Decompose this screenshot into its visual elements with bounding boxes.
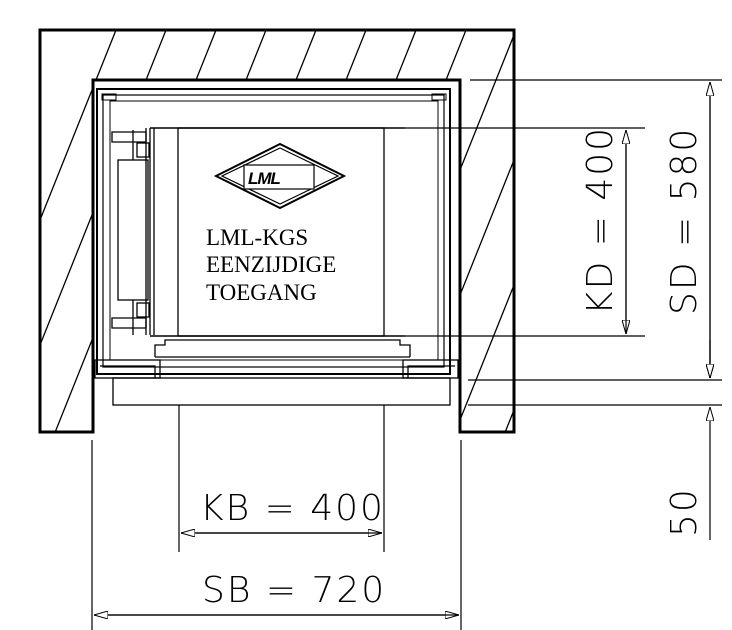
logo-text: LML xyxy=(248,169,281,188)
dim-sb-label: SB = 720 xyxy=(202,570,386,611)
label-line-2: EENZIJDIGE xyxy=(206,252,336,277)
dim-50-label: 50 xyxy=(664,487,705,537)
system-label: LML-KGS EENZIJDIGE TOEGANG xyxy=(206,225,336,305)
door-threshold xyxy=(94,339,459,406)
counterweight-assembly xyxy=(111,128,155,335)
dim-kd-label: KD = 400 xyxy=(580,126,621,315)
dim-kb-label: KB = 400 xyxy=(200,488,385,529)
lift-car xyxy=(150,127,405,337)
dimension-sb xyxy=(91,440,462,630)
dimension-sd xyxy=(468,79,722,406)
dimension-kb xyxy=(178,405,385,552)
label-line-1: LML-KGS xyxy=(206,225,308,250)
label-line-3: TOEGANG xyxy=(206,280,317,305)
lml-logo: LML xyxy=(213,142,347,210)
dimension-kd xyxy=(405,127,645,337)
dim-sd-label: SD = 580 xyxy=(664,127,705,315)
lift-car-frame xyxy=(96,88,451,375)
